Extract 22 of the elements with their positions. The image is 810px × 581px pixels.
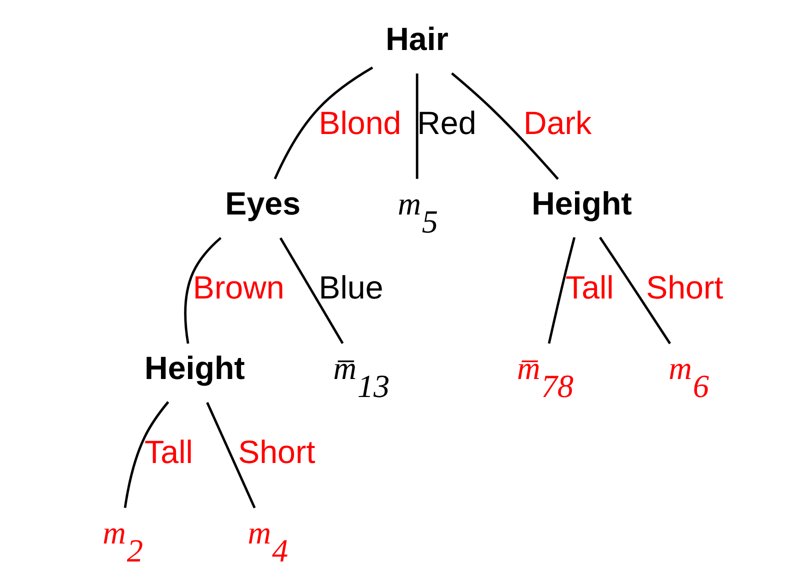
edge-label: Tall [565, 270, 614, 306]
connector [548, 237, 576, 344]
connector [124, 401, 170, 508]
connector [451, 72, 559, 180]
connector [274, 66, 374, 180]
edge-label: Red [417, 105, 476, 142]
node-text: Height [532, 186, 632, 222]
connector [279, 237, 344, 344]
connector [598, 236, 671, 344]
node-text: Hair [386, 21, 448, 58]
edge-label: Dark [524, 105, 592, 142]
connector [206, 402, 256, 508]
edge-label: Short [646, 270, 724, 306]
edge-label: Blond [318, 105, 402, 142]
edge-label: Brown [192, 270, 284, 306]
node-text: Height [144, 350, 245, 386]
connector [184, 236, 222, 344]
node-text: Eyes [225, 186, 301, 222]
edge-label: Short [238, 434, 316, 470]
edge-label: Tall [144, 434, 193, 470]
connector [416, 73, 418, 179]
edge-label: Blue [318, 270, 384, 306]
